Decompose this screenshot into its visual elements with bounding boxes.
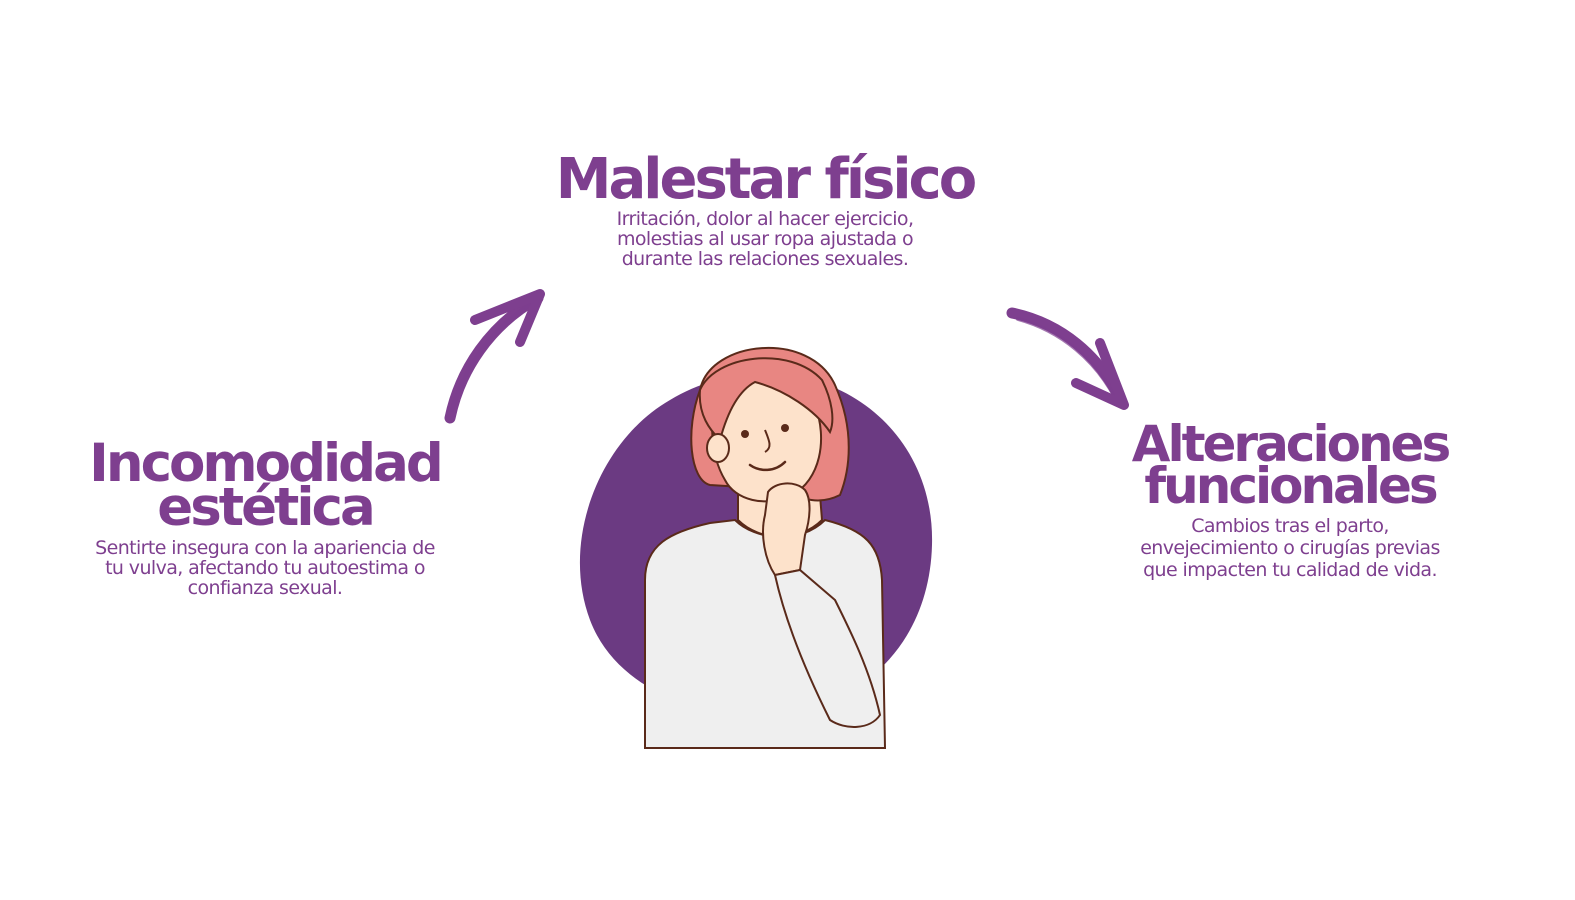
title-alteraciones-funcionales: Alteraciones funcionales [1070,415,1510,515]
curved-arrow-up-right-icon [444,289,545,424]
smile [748,460,787,472]
title-malestar-fisico: Malestar físico [555,147,977,212]
ear-shape [706,433,730,463]
desc-line: durante las relaciones sexuales. [621,248,909,271]
desc-incomodidad-estetica: Sentirte insegura con la apariencia de t… [40,538,490,598]
desc-line: Sentirte insegura con la apariencia de [95,537,435,559]
desc-line: envejecimiento o cirugías previas [1140,537,1440,559]
block-incomodidad-estetica: Incomodidad estética Sentirte insegura c… [40,433,490,598]
title-line: Incomodidad [89,433,444,494]
desc-line: molestias al usar ropa ajustada o [617,228,914,251]
title-line: funcionales [1144,457,1438,515]
desc-line: que impacten tu calidad de vida. [1143,559,1437,581]
desc-line: tu vulva, afectando tu autoestima o [105,557,425,579]
curved-arrow-down-right-icon [1006,307,1129,410]
title-incomodidad-estetica: Incomodidad estética [40,433,490,538]
desc-alteraciones-funcionales: Cambios tras el parto, envejecimiento o … [1070,515,1510,581]
hand-shape [762,482,811,577]
desc-line: Irritación, dolor al hacer ejercicio, [616,208,914,231]
title-line: Alteraciones [1131,415,1451,473]
block-alteraciones-funcionales: Alteraciones funcionales Cambios tras el… [1070,415,1510,581]
arm-shape [773,568,882,728]
eye-right [781,424,789,432]
desc-line: confianza sexual. [187,577,343,599]
block-malestar-fisico: Malestar físico Irritación, dolor al hac… [530,147,1000,269]
desc-line: Cambios tras el parto, [1191,515,1389,537]
nose [764,429,771,453]
thinking-woman-illustration [579,346,933,749]
desc-malestar-fisico: Irritación, dolor al hacer ejercicio, mo… [530,209,1000,269]
eye-left [741,430,749,438]
title-line: estética [157,477,375,538]
